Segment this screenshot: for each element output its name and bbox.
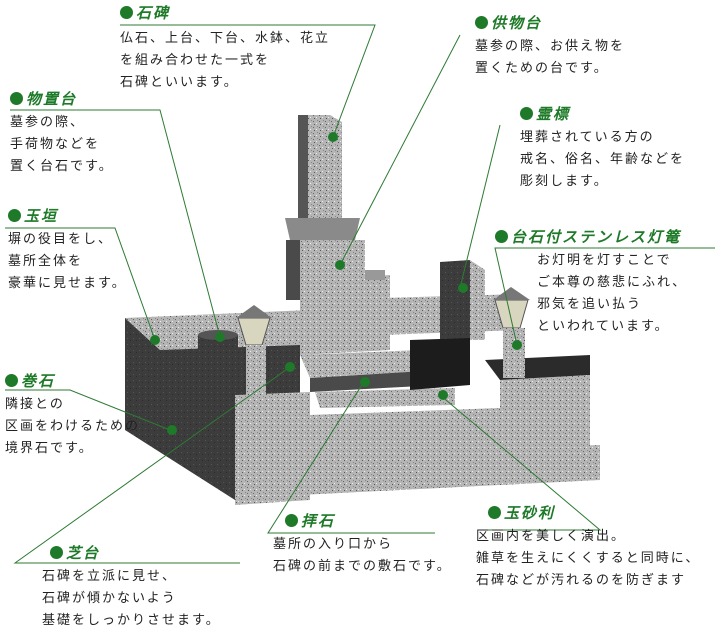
callout-line: 戒名、俗名、年齢などを bbox=[520, 152, 686, 167]
callout-line: 墓所全体を bbox=[8, 254, 84, 269]
callout-line: 基礎をしっかりさせます。 bbox=[42, 613, 221, 628]
callout-title: 霊標 bbox=[536, 104, 571, 123]
callout-line: 塀の役目をし、 bbox=[8, 232, 114, 247]
lantern-right bbox=[493, 287, 530, 378]
bullet-icon bbox=[5, 373, 18, 387]
callout-tamagaki: 玉垣 塀の役目をし、墓所全体を豪華に見せます。 bbox=[8, 205, 127, 295]
callout-line: 墓参の際、お供え物を bbox=[475, 39, 626, 54]
callout-line: 仏石、上台、下台、水鉢、花立 bbox=[120, 31, 331, 46]
callout-line: 置くための台です。 bbox=[475, 61, 609, 76]
bullet-icon bbox=[520, 106, 533, 120]
callout-line: 手荷物などを bbox=[10, 137, 101, 152]
callout-line: 区画をわけるための bbox=[5, 419, 141, 434]
bullet-icon bbox=[285, 513, 298, 527]
callout-line: 墓参の際、 bbox=[10, 115, 86, 130]
bullet-icon bbox=[120, 5, 133, 19]
callout-line: 石碑を立派に見せ、 bbox=[42, 569, 178, 584]
callout-line: 石碑などが汚れるのを防ぎます bbox=[476, 573, 687, 588]
lantern-left bbox=[236, 305, 272, 395]
makiishi-front bbox=[125, 355, 600, 505]
callout-title: 巻石 bbox=[21, 371, 56, 390]
callout-line: 石碑といいます。 bbox=[120, 75, 239, 90]
callout-title: 拝石 bbox=[301, 511, 336, 530]
callout-title: 芝台 bbox=[66, 543, 101, 562]
callout-monooki: 物置台 墓参の際、手荷物などを置く台石です。 bbox=[10, 88, 114, 178]
callout-line: ご本尊の慈悲にふれ、 bbox=[537, 275, 688, 290]
callout-line: を組み合わせた一式を bbox=[120, 53, 271, 68]
callout-line: 豪華に見せます。 bbox=[8, 276, 127, 291]
callout-line: 墓所の入り口から bbox=[273, 537, 394, 552]
callout-title: 供物台 bbox=[491, 13, 543, 32]
bullet-icon bbox=[495, 229, 508, 243]
callout-line: 石碑が傾かないよう bbox=[42, 591, 177, 606]
bullet-icon bbox=[10, 91, 23, 105]
callout-line: 雑草を生えにくくすると同時に、 bbox=[476, 551, 701, 566]
callout-line: 石碑の前までの敷石です。 bbox=[273, 559, 452, 574]
callout-line: お灯明を灯すことで bbox=[537, 253, 672, 268]
connector-lines bbox=[5, 24, 715, 564]
callout-title: 玉垣 bbox=[24, 206, 59, 225]
callout-makiishi: 巻石 隣接との区画をわけるための境界石です。 bbox=[5, 370, 140, 460]
callout-title: 台石付ステンレス灯篭 bbox=[511, 227, 682, 246]
callout-title: 物置台 bbox=[26, 89, 78, 108]
callout-line: 区画内を美しく演出。 bbox=[476, 529, 627, 544]
callout-toro: 台石付ステンレス灯篭 お灯明を灯すことでご本尊の慈悲にふれ、邪気を追い払うといわ… bbox=[495, 226, 687, 338]
callout-line: 彫刻します。 bbox=[520, 174, 609, 189]
bullet-icon bbox=[8, 208, 21, 222]
callout-line: 境界石です。 bbox=[5, 441, 94, 456]
callout-title: 玉砂利 bbox=[504, 503, 556, 522]
bullet-icon bbox=[488, 505, 501, 519]
monument bbox=[285, 115, 390, 355]
callout-line: 埋葬されている方の bbox=[520, 130, 655, 145]
callout-haiseki: 拝石 墓所の入り口から石碑の前までの敷石です。 bbox=[273, 510, 452, 578]
anchor-dots bbox=[150, 132, 522, 435]
callout-reihyo: 霊標 埋葬されている方の戒名、俗名、年齢などを彫刻します。 bbox=[520, 103, 685, 193]
callout-line: といわれています。 bbox=[537, 319, 670, 334]
callout-sekihi: 石碑 仏石、上台、下台、水鉢、花立を組み合わせた一式を石碑といいます。 bbox=[120, 2, 330, 94]
callout-shibadai: 芝台 石碑を立派に見せ、石碑が傾かないよう基礎をしっかりさせます。 bbox=[42, 542, 221, 632]
bullet-icon bbox=[50, 545, 63, 559]
callout-line: 隣接との bbox=[5, 397, 65, 412]
callout-line: 邪気を追い払う bbox=[537, 297, 643, 312]
callout-line: 置く台石です。 bbox=[10, 159, 114, 174]
bullet-icon bbox=[475, 15, 488, 29]
callout-title: 石碑 bbox=[136, 3, 171, 22]
callout-tamajari: 玉砂利 区画内を美しく演出。雑草を生えにくくすると同時に、石碑などが汚れるのを防… bbox=[476, 502, 700, 592]
callout-kumotsudai: 供物台 墓参の際、お供え物を置くための台です。 bbox=[475, 12, 625, 80]
